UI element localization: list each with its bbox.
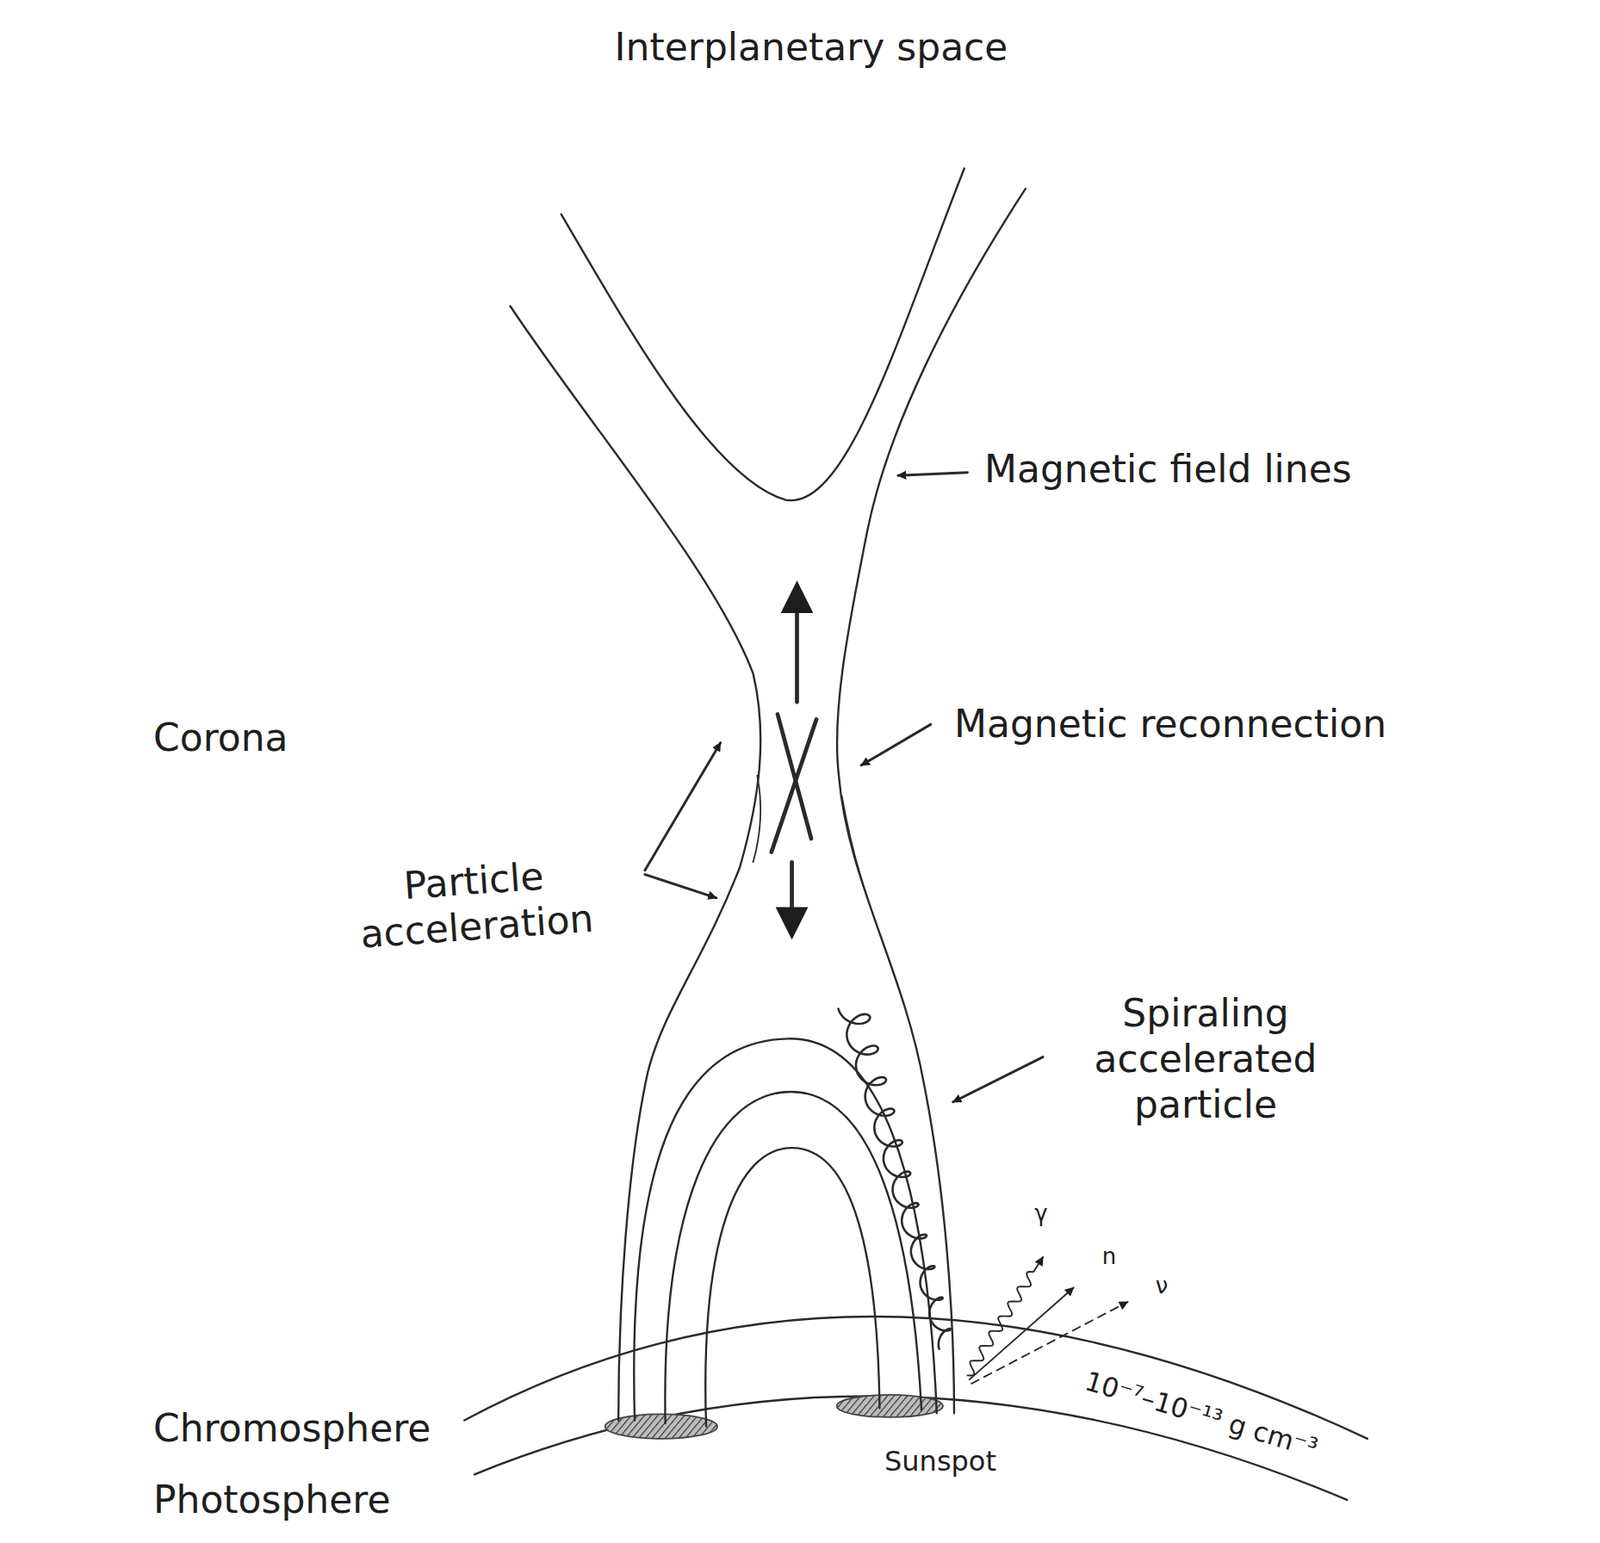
neutron-arrow: [969, 1287, 1074, 1380]
outflow-arrow-down: [789, 862, 794, 924]
leader-arrow: [644, 743, 721, 871]
sunspot-right: [837, 1395, 943, 1418]
density-label: 10⁻⁷–10⁻¹³ g cm⁻³: [1081, 1364, 1322, 1464]
emission-symbol: ν: [1155, 1272, 1169, 1300]
sunspot-left: [605, 1413, 718, 1439]
emission-symbol: γ: [1034, 1200, 1048, 1228]
field-line-left: [510, 305, 762, 1421]
field-line-right: [837, 188, 1026, 1414]
field-line-cusp: [561, 168, 965, 502]
callout-label: Magnetic reconnection: [954, 701, 1387, 748]
layer-label: Photosphere: [153, 1477, 391, 1524]
region-label: Interplanetary space: [614, 24, 1009, 71]
layer-label: Chromosphere: [153, 1406, 431, 1452]
outflow-arrow-up: [794, 596, 800, 702]
flare-loop: [664, 1091, 922, 1424]
leader-arrow: [898, 472, 968, 477]
region-label: Corona: [153, 715, 289, 762]
emission-symbol: n: [1102, 1243, 1117, 1271]
neck-stroke: [842, 795, 869, 899]
callout-label: Magnetic field lines: [984, 446, 1352, 493]
neck-stroke: [753, 775, 762, 863]
leader-arrow: [861, 724, 931, 765]
callout-label: Sunspot: [884, 1444, 997, 1478]
flare-loop: [633, 1038, 937, 1421]
callout-label: Spiraling accelerated particle: [1050, 991, 1361, 1128]
spiraling-particle: [837, 1009, 951, 1350]
flare-loop: [705, 1147, 880, 1427]
leader-arrow: [644, 874, 717, 899]
leader-arrow: [953, 1057, 1043, 1103]
callout-label: Particle acceleration: [317, 848, 633, 961]
reconnection-x: [771, 719, 817, 852]
gamma-ray-wave: [967, 1257, 1043, 1377]
